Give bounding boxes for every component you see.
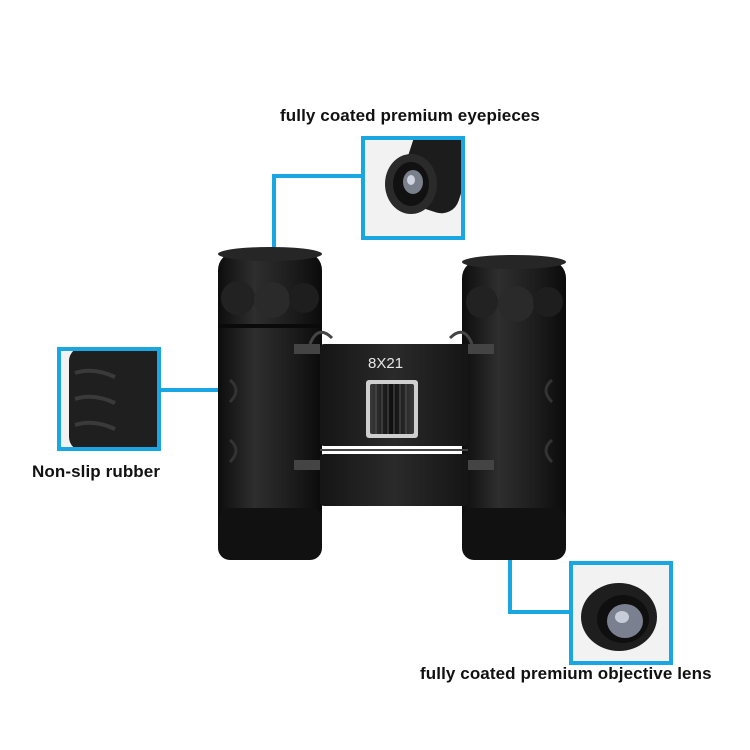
model-label: 8X21	[368, 355, 404, 372]
eyepiece-caption: fully coated premium eyepieces	[280, 106, 540, 125]
objective-caption: fully coated premium objective lens	[420, 664, 712, 683]
rubber-callout-image	[57, 347, 161, 451]
rubber-leader-horizontal	[159, 388, 259, 392]
binoculars-image	[200, 240, 580, 570]
rubber-caption: Non-slip rubber	[32, 462, 161, 481]
eyepiece-leader-horizontal	[272, 174, 364, 178]
objective-callout-image	[569, 561, 673, 665]
objective-leader-horizontal	[508, 610, 572, 614]
objective-leader-vertical	[508, 556, 512, 614]
eyepiece-callout-image	[361, 136, 465, 240]
eyepiece-leader-vertical	[272, 174, 276, 254]
